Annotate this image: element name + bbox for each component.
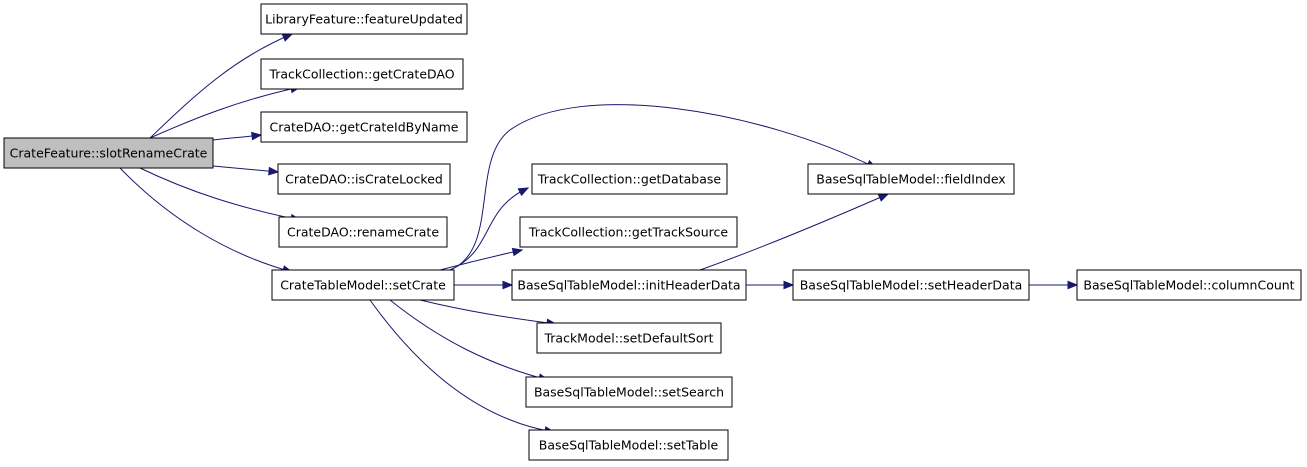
edge-n9-n14 bbox=[746, 280, 795, 290]
node-box bbox=[277, 163, 451, 195]
nodes-layer: CrateFeature::slotRenameCrate LibraryFeat… bbox=[3, 3, 1302, 461]
node-label: BaseSqlTableModel::setHeaderData bbox=[800, 278, 1023, 293]
edge-line bbox=[119, 167, 293, 273]
function-node[interactable]: BaseSqlTableModel::setTable bbox=[528, 429, 729, 461]
node-box bbox=[536, 322, 722, 354]
node-box bbox=[3, 137, 214, 169]
node-box bbox=[511, 269, 747, 301]
node-box bbox=[271, 269, 455, 301]
node-label: BaseSqlTableModel::initHeaderData bbox=[517, 278, 740, 293]
edge-n6-n7 bbox=[449, 187, 530, 271]
node-box bbox=[792, 269, 1030, 301]
node-label: CrateDAO::renameCrate bbox=[287, 225, 439, 240]
edge-n14-n15 bbox=[1029, 280, 1079, 290]
edge-n0-n3 bbox=[212, 131, 263, 141]
function-node[interactable]: TrackCollection::getCrateDAO bbox=[260, 58, 464, 90]
edge-line bbox=[369, 299, 555, 433]
function-node[interactable]: CrateDAO::getCrateIdByName bbox=[260, 111, 468, 143]
function-node[interactable]: TrackCollection::getDatabase bbox=[531, 163, 728, 195]
node-box bbox=[528, 429, 729, 461]
node-label: BaseSqlTableModel::fieldIndex bbox=[816, 172, 1005, 187]
arrowhead-icon bbox=[517, 187, 530, 197]
edge-line bbox=[212, 165, 279, 173]
node-label: BaseSqlTableModel::setTable bbox=[539, 438, 719, 453]
node-label: CrateDAO::getCrateIdByName bbox=[269, 120, 458, 135]
edge-line bbox=[449, 104, 877, 271]
node-box bbox=[531, 163, 728, 195]
edge-line bbox=[149, 33, 293, 139]
function-node[interactable]: LibraryFeature::featureUpdated bbox=[260, 3, 468, 35]
arrowhead-icon bbox=[1067, 280, 1079, 290]
edge-line bbox=[139, 167, 301, 221]
node-label: BaseSqlTableModel::columnCount bbox=[1083, 278, 1294, 293]
function-node[interactable]: BaseSqlTableModel::setHeaderData bbox=[792, 269, 1030, 301]
node-label: TrackCollection::getCrateDAO bbox=[268, 67, 454, 82]
arrowhead-icon bbox=[502, 280, 514, 290]
node-label: CrateFeature::slotRenameCrate bbox=[10, 146, 208, 161]
node-box bbox=[807, 163, 1015, 195]
edge-line bbox=[419, 299, 557, 325]
node-box bbox=[1076, 269, 1302, 301]
arrowhead-icon bbox=[511, 247, 524, 257]
function-node[interactable]: CrateDAO::isCrateLocked bbox=[277, 163, 451, 195]
arrowhead-icon bbox=[783, 280, 795, 290]
node-label: LibraryFeature::featureUpdated bbox=[265, 12, 463, 27]
edge-n6-n9 bbox=[454, 280, 514, 290]
node-label: TrackCollection::getDatabase bbox=[537, 172, 721, 187]
node-box bbox=[525, 376, 733, 408]
edge-line bbox=[449, 187, 529, 271]
node-label: CrateTableModel::setCrate bbox=[280, 278, 446, 293]
node-box bbox=[278, 216, 448, 248]
edge-line bbox=[699, 193, 889, 271]
edge-line bbox=[439, 249, 523, 271]
node-box bbox=[260, 58, 464, 90]
arrowhead-icon bbox=[877, 193, 890, 202]
node-label: BaseSqlTableModel::setSearch bbox=[534, 385, 724, 400]
edge-line bbox=[149, 86, 301, 139]
edge-line bbox=[389, 299, 549, 381]
arrowhead-icon bbox=[281, 33, 294, 42]
function-node[interactable]: TrackModel::setDefaultSort bbox=[536, 322, 722, 354]
function-node[interactable]: CrateTableModel::setCrate bbox=[271, 269, 455, 301]
node-label: TrackModel::setDefaultSort bbox=[543, 331, 713, 346]
node-label: CrateDAO::isCrateLocked bbox=[285, 172, 443, 187]
node-box bbox=[260, 3, 468, 35]
edge-n6-n8 bbox=[439, 247, 524, 271]
arrowhead-icon bbox=[268, 166, 280, 176]
edge-n6-n10 bbox=[419, 299, 558, 328]
function-node[interactable]: TrackCollection::getTrackSource bbox=[519, 216, 738, 248]
edge-n6-n11 bbox=[389, 299, 550, 382]
function-node[interactable]: BaseSqlTableModel::fieldIndex bbox=[807, 163, 1015, 195]
node-label: TrackCollection::getTrackSource bbox=[528, 225, 728, 240]
edge-n0-n4 bbox=[212, 165, 280, 176]
edge-n0-n5 bbox=[139, 167, 302, 223]
function-node[interactable]: BaseSqlTableModel::setSearch bbox=[525, 376, 733, 408]
function-node[interactable]: BaseSqlTableModel::columnCount bbox=[1076, 269, 1302, 301]
edge-n0-n6 bbox=[119, 167, 294, 274]
root-function-node[interactable]: CrateFeature::slotRenameCrate bbox=[3, 137, 214, 169]
node-box bbox=[519, 216, 738, 248]
function-node[interactable]: BaseSqlTableModel::initHeaderData bbox=[511, 269, 747, 301]
function-node[interactable]: CrateDAO::renameCrate bbox=[278, 216, 448, 248]
arrowhead-icon bbox=[251, 131, 263, 141]
node-box bbox=[260, 111, 468, 143]
